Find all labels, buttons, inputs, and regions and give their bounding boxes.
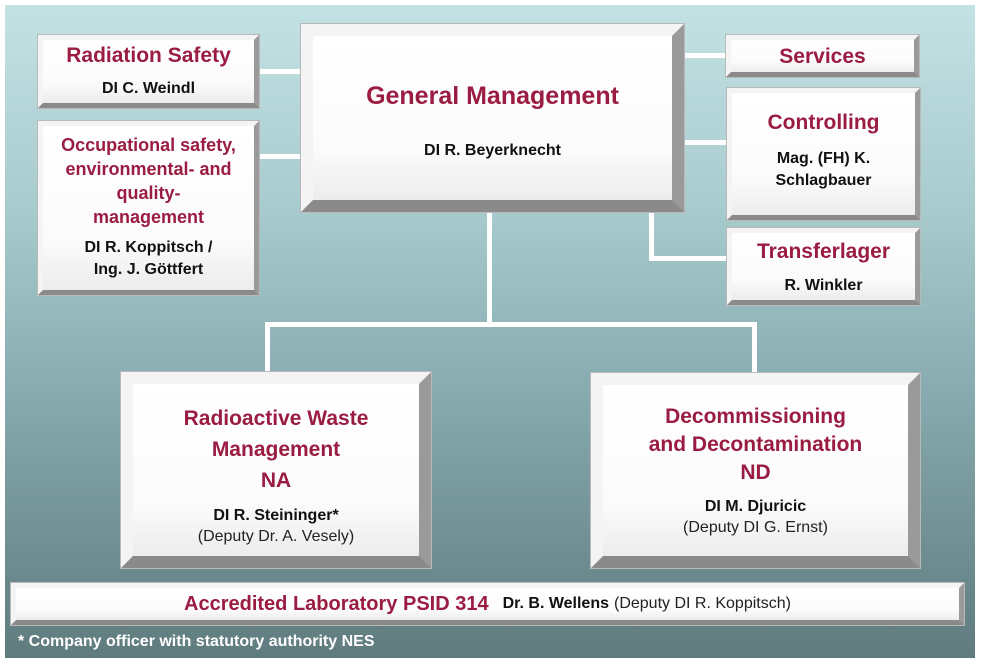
decommissioning-title-line-3: ND [740,461,771,484]
connector-trunk [487,208,492,326]
decommissioning-box: Decommissioning and Decontamination ND D… [591,373,920,568]
radioactive-waste-title-line-3: NA [260,469,292,492]
connector-branch [265,322,757,327]
radioactive-waste-title-line-2: Management [211,438,341,461]
general-management-title: General Management [366,82,619,110]
controlling-box: Controlling Mag. (FH) K. Schlagbauer [727,88,920,220]
connector-radioactive-waste [265,322,270,374]
laboratory-person: Dr. B. Wellens [502,595,609,612]
radiation-safety-box: Radiation Safety DI C. Weindl [38,35,259,108]
footnote: * Company officer with statutory authori… [18,633,375,650]
transferlager-title: Transferlager [756,240,891,263]
radioactive-waste-person: DI R. Steininger* [213,507,339,524]
connector-occupational [256,154,306,159]
decommissioning-title-line-2: and Decontamination [648,433,863,456]
controlling-person-line-2: Schlagbauer [775,172,872,189]
laboratory-deputy: (Deputy DI R. Koppitsch) [614,595,791,612]
controlling-title: Controlling [767,111,880,134]
occupational-title-line-2: environmental- and [65,159,232,179]
connector-decommissioning [752,322,757,374]
occupational-title-line-3: quality- [116,183,181,203]
occupational-person-line-1: DI R. Koppitsch / [84,239,213,256]
controlling-person-line-1: Mag. (FH) K. [776,150,871,167]
services-box: Services [726,35,919,77]
laboratory-box: Accredited Laboratory PSID 314 Dr. B. We… [11,583,964,625]
occupational-title-line-1: Occupational safety, [61,135,236,155]
decommissioning-deputy: (Deputy DI G. Ernst) [683,519,828,536]
radiation-safety-person: DI C. Weindl [101,80,196,97]
occupational-person-line-2: Ing. J. Göttfert [93,261,204,278]
radiation-safety-title: Radiation Safety [66,44,231,67]
connector-transferlager-horizontal [649,256,729,261]
radioactive-waste-box: Radioactive Waste Management NA DI R. St… [121,372,431,568]
transferlager-person: R. Winkler [784,277,863,294]
radioactive-waste-deputy: (Deputy Dr. A. Vesely) [197,528,355,545]
connector-transferlager-vertical [649,208,654,260]
connector-controlling [678,140,730,145]
transferlager-box: Transferlager R. Winkler [727,228,920,305]
occupational-title-line-4: management [92,207,205,227]
general-management-box: General Management DI R. Beyerknecht [301,24,684,212]
general-management-person: DI R. Beyerknecht [424,142,561,159]
connector-services [678,53,728,58]
occupational-safety-box: Occupational safety, environmental- and … [38,121,259,295]
radioactive-waste-title-line-1: Radioactive Waste [183,407,369,430]
decommissioning-title-line-1: Decommissioning [665,405,846,428]
decommissioning-person: DI M. Djuricic [704,498,807,515]
services-title: Services [779,45,866,68]
connector-radiation-safety [256,69,306,74]
laboratory-title: Accredited Laboratory PSID 314 [184,592,489,615]
